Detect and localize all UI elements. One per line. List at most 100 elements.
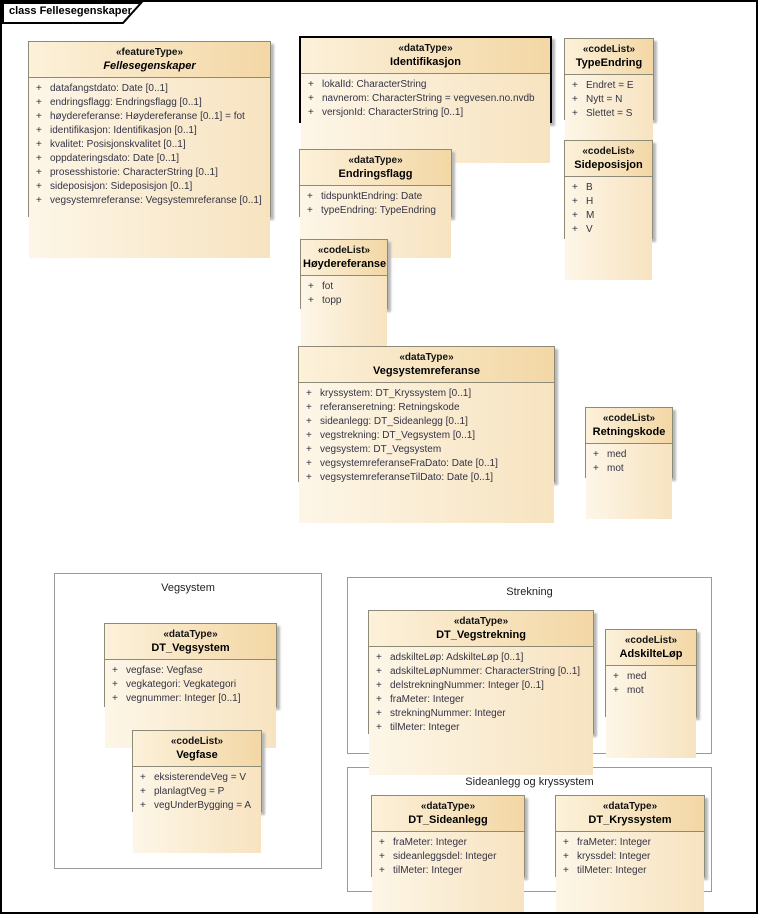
class-name: DT_Kryssystem xyxy=(588,814,672,826)
visibility-plus: + xyxy=(306,388,312,399)
class-header: «dataType» Vegsystemreferanse xyxy=(299,347,554,383)
class-box-vegfase[interactable]: «codeList» Vegfase +eksisterendeVeg = V+… xyxy=(132,730,262,853)
attribute-row: +delstrekningNummer: Integer [0..1] xyxy=(372,679,590,693)
class-name: Fellesegenskaper xyxy=(103,60,196,72)
class-name: Endringsflagg xyxy=(338,168,413,180)
boundary-label: Vegsystem xyxy=(161,582,215,594)
visibility-plus: + xyxy=(36,195,42,206)
visibility-plus: + xyxy=(572,108,578,119)
attribute-row: +vegsystem: DT_Vegsystem xyxy=(302,443,551,457)
class-box-dt-sideanlegg[interactable]: «dataType» DT_Sideanlegg +fraMeter: Inte… xyxy=(371,795,525,912)
visibility-plus: + xyxy=(308,107,314,118)
attribute-row: +H xyxy=(568,195,649,209)
stereotype-label: «dataType» xyxy=(602,801,658,812)
attribute-list: + adskilteLøp: AdskilteLøp [0..1] +adskilt… xyxy=(369,647,593,775)
visibility-plus: + xyxy=(308,79,314,90)
attribute-row: +vegsystemreferanseTilDato: Date [0..1] xyxy=(302,471,551,485)
attribute-text: M xyxy=(586,210,595,221)
visibility-plus: + xyxy=(112,665,118,676)
attribute-text: tilMeter: Integer xyxy=(393,865,463,876)
attribute-text: vegstrekning: DT_Vegsystem [0..1] xyxy=(320,430,476,441)
diagram-title-tab[interactable]: class Fellesegenskaper xyxy=(2,2,144,24)
attribute-row: +med xyxy=(589,448,669,462)
class-name: TypeEndring xyxy=(575,57,643,69)
attribute-text: eksisterendeVeg = V xyxy=(154,772,247,783)
attribute-text: tilMeter: Integer xyxy=(390,722,460,733)
visibility-plus: + xyxy=(307,191,313,202)
attribute-row: +kvalitet: Posisjonskvalitet [0..1] xyxy=(32,138,267,152)
visibility-plus: + xyxy=(572,94,578,105)
attribute-text: lokalId: CharacterString xyxy=(322,79,427,90)
attribute-row: +eksisterendeVeg = V xyxy=(136,771,258,785)
stereotype-label: «codeList» xyxy=(624,635,678,646)
class-box-dt-kryssystem[interactable]: «dataType» DT_Kryssystem + fraMeter: Inte… xyxy=(555,795,705,912)
attribute-text: identifikasjon: Identifikasjon [0..1] xyxy=(50,125,197,136)
attribute-row: + identifikasjon: Identifikasjon [0..1] xyxy=(32,124,267,138)
stereotype-label: «codeList» xyxy=(582,146,635,157)
class-box-vegsystemreferanse[interactable]: «dataType» Vegsystemreferanse +kryssyste… xyxy=(298,346,555,523)
attribute-row: +tilMeter: Integer xyxy=(559,864,701,878)
visibility-plus: + xyxy=(36,97,42,108)
visibility-plus: + xyxy=(376,708,382,719)
visibility-plus: + xyxy=(308,93,314,104)
class-header: «dataType» Endringsflagg xyxy=(300,150,451,186)
boundary-vegsystem[interactable]: Vegsystem xyxy=(54,573,322,869)
visibility-plus: + xyxy=(36,125,42,136)
attribute-row: +sideposisjon: Sideposisjon [0..1] xyxy=(32,180,267,194)
stereotype-label: «dataType» xyxy=(398,43,453,54)
class-box-hoydereferanse[interactable]: «codeList» Høydereferanse +fot+topp xyxy=(300,239,388,350)
class-box-endringsflagg[interactable]: «dataType» Endringsflagg +tidspunktEndri… xyxy=(299,149,452,258)
attribute-row: +endringsflagg: Endringsflagg [0..1] xyxy=(32,96,267,110)
visibility-plus: + xyxy=(593,449,599,460)
attribute-row: + lokalId: CharacterString xyxy=(304,78,547,92)
attribute-list: +med+mot xyxy=(606,666,696,758)
attribute-row: +B xyxy=(568,181,649,195)
attribute-row: +høydereferanse: Høydereferanse [0..1] =… xyxy=(32,110,267,124)
class-box-adskiltelop[interactable]: «codeList» AdskilteLøp +med+mot xyxy=(605,629,697,758)
attribute-text: vegsystemreferanseFraDato: Date [0..1] xyxy=(320,458,498,469)
attribute-text: med xyxy=(627,671,647,682)
attribute-text: kvalitet: Posisjonskvalitet [0..1] xyxy=(50,139,186,150)
attribute-row: +tilMeter: Integer xyxy=(372,721,590,735)
class-header: «codeList» AdskilteLøp xyxy=(606,630,696,666)
class-box-dt-vegstrekning[interactable]: «dataType» DT_Vegstrekning +adskilteLøp:… xyxy=(368,610,594,775)
visibility-plus: + xyxy=(308,281,314,292)
class-box-sideposisjon[interactable]: «codeList» Sideposisjon +B+H+M+V xyxy=(564,140,653,280)
attribute-text: typeEndring: TypeEndring xyxy=(321,205,436,216)
attribute-row: +adskilteLøpNummer: CharacterString [0..… xyxy=(372,665,590,679)
attribute-text: vegsystem: DT_Vegsystem xyxy=(320,444,442,455)
attribute-row: +datafangstdato: Date [0..1] xyxy=(32,82,267,96)
stereotype-label: «dataType» xyxy=(399,352,454,363)
visibility-plus: + xyxy=(572,182,578,193)
visibility-plus: + xyxy=(140,800,146,811)
attribute-text: fraMeter: Integer xyxy=(577,837,651,848)
visibility-plus: + xyxy=(563,851,569,862)
class-box-retningskode[interactable]: «codeList» Retningskode +med+mot xyxy=(585,407,673,519)
visibility-plus: + xyxy=(306,402,312,413)
attribute-text: fraMeter: Integer xyxy=(390,694,464,705)
attribute-row: +fot xyxy=(304,280,384,294)
attribute-row: +prosesshistorie: CharacterString [0..1] xyxy=(32,166,267,180)
class-header: «codeList» Vegfase xyxy=(133,731,261,767)
attribute-text: Endret = E xyxy=(586,80,634,91)
class-name: Vegsystemreferanse xyxy=(372,365,480,377)
class-header: «codeList» Retningskode xyxy=(586,408,672,444)
class-box-dt-vegsystem[interactable]: «dataType» DT_Vegsystem +vegfase: Vegfas… xyxy=(104,623,277,748)
class-header: «codeList» Sideposisjon xyxy=(565,141,652,177)
class-box-typeendring[interactable]: «codeList» TypeEndring +Endret = E+Nytt … xyxy=(564,38,654,161)
attribute-text: adskilteLøpNummer: CharacterString [0..1… xyxy=(390,666,581,677)
visibility-plus: + xyxy=(306,458,312,469)
class-box-identifikasjon[interactable]: «dataType» Identifikasjon +lokalId: Char… xyxy=(299,36,552,163)
class-name: Vegfase xyxy=(176,749,218,761)
class-box-fellesegenskaper[interactable]: «featureType» Fellesegenskaper +datafang… xyxy=(28,41,271,258)
visibility-plus: + xyxy=(593,463,599,474)
attribute-text: adskilteLøp: AdskilteLøp [0..1] xyxy=(390,652,524,663)
class-name: Høydereferanse xyxy=(303,258,387,270)
class-name: Retningskode xyxy=(592,426,666,438)
visibility-plus: + xyxy=(140,786,146,797)
attribute-text: datafangstdato: Date [0..1] xyxy=(50,83,168,94)
visibility-plus: + xyxy=(306,472,312,483)
attribute-list: +fraMeter: Integer+kryssdel: Integer+til… xyxy=(556,832,704,912)
attribute-list: +med+mot xyxy=(586,444,672,519)
